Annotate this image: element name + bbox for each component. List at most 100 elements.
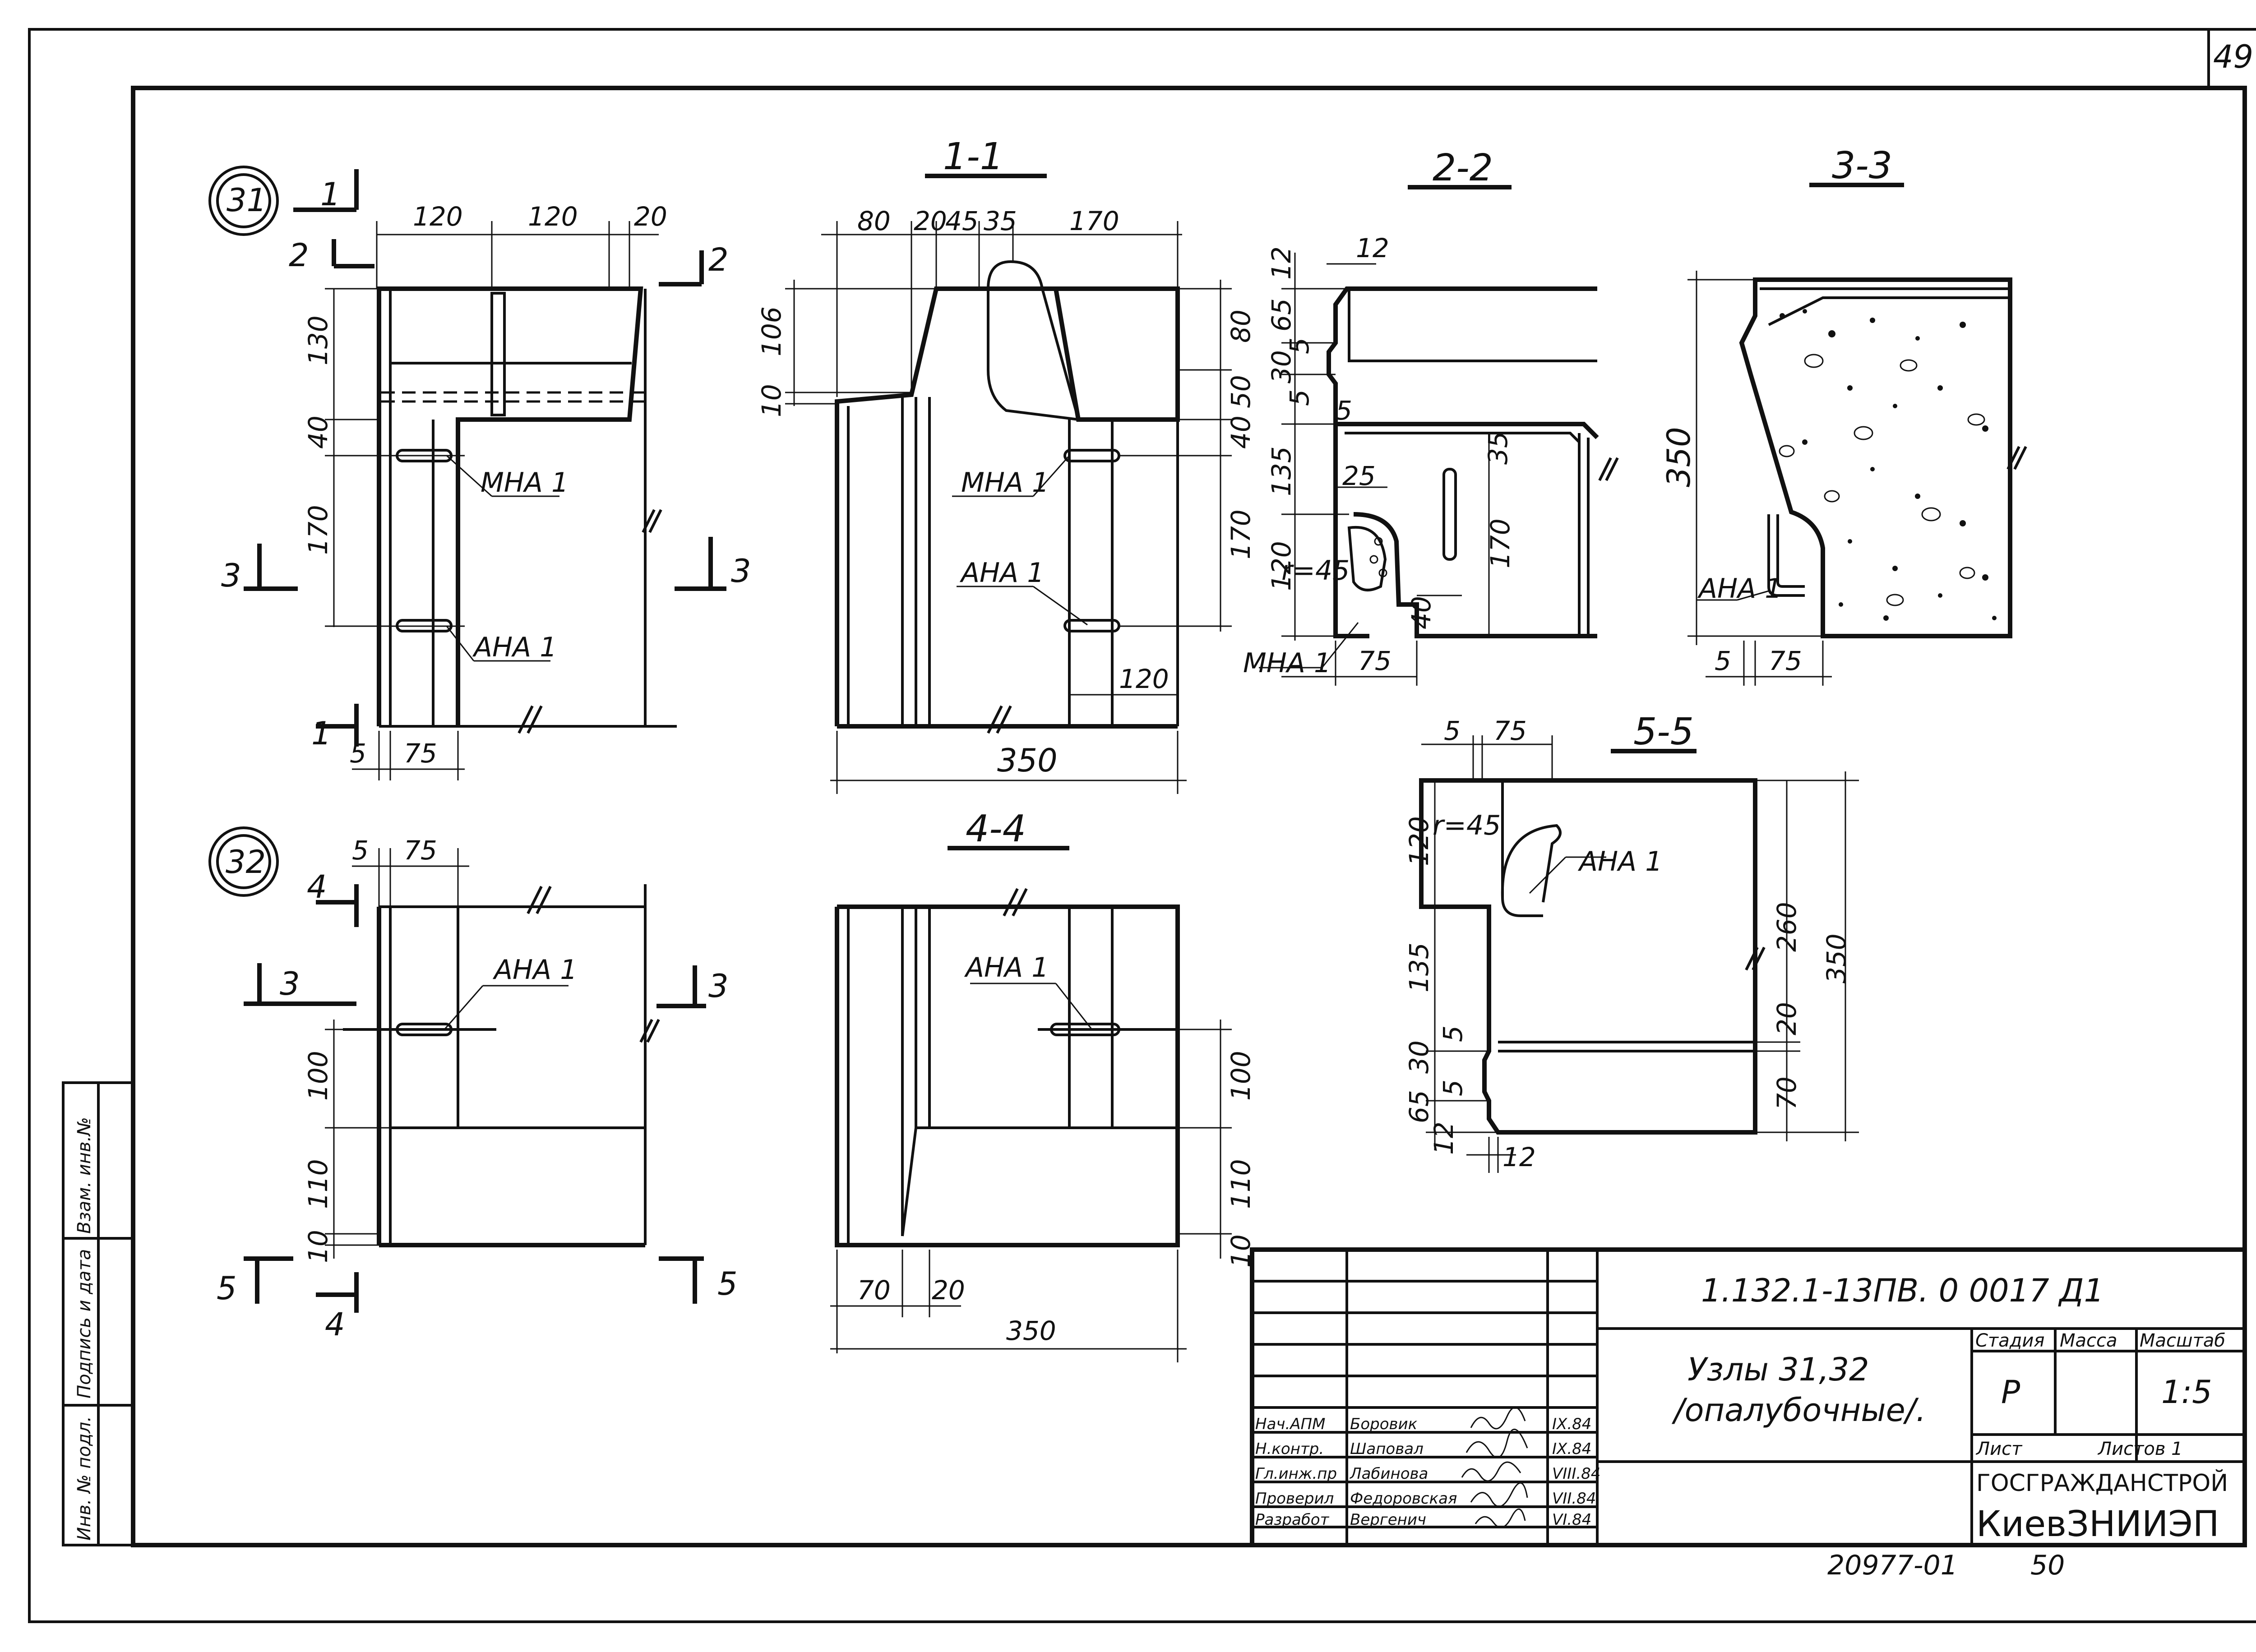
dim: 20 (634, 201, 667, 232)
dim: 75 (1769, 646, 1802, 676)
org-line-2: КиевЗНИИЭП (1976, 1504, 2219, 1545)
node-32-label: 32 (226, 844, 266, 881)
dim: 30 (1266, 350, 1297, 383)
side-stamp-sign: Подпись и дата (74, 1249, 95, 1398)
label-ana: АНА 1 (964, 952, 1049, 983)
dim: 40 (303, 415, 333, 449)
scale-value: 1:5 (2161, 1374, 2212, 1411)
dim: 350 (1821, 933, 1852, 983)
stamp-date: IX.84 (1552, 1440, 1591, 1458)
dim: 120 (1404, 816, 1434, 866)
stamp-date: VI.84 (1552, 1511, 1591, 1529)
section-title: 1-1 (943, 135, 1003, 178)
dim: 10 (303, 1230, 333, 1263)
stamp-name: Боровик (1350, 1415, 1418, 1433)
dim: 5 (1284, 337, 1315, 354)
label-ana: АНА 1 (1577, 846, 1662, 877)
sheet-label: Лист (1975, 1439, 2023, 1459)
label-r45: r=45 (1281, 555, 1350, 586)
dim: 80 (857, 206, 891, 236)
dim: 350 (1660, 427, 1697, 487)
side-stamp: Инв. № подл. Подпись и дата Взам. инв.№ (62, 1081, 134, 1546)
dim: 350 (997, 742, 1058, 779)
dim: 110 (303, 1159, 333, 1209)
cut-mark: 3 (708, 968, 729, 1005)
stamp-role: Разработ (1255, 1511, 1330, 1529)
dim: 70 (1771, 1076, 1802, 1110)
stamp-role: Нач.АПМ (1255, 1415, 1325, 1433)
title-line-1: Узлы 31,32 (1687, 1351, 1869, 1388)
dim: 20 (1771, 1002, 1802, 1035)
dim: 35 (1483, 431, 1513, 465)
dim: 12 (1428, 1121, 1459, 1155)
dim: 120 (1266, 541, 1297, 591)
cut-mark: 2 (289, 237, 309, 274)
dim: 40 (1406, 596, 1437, 629)
stamp-name: Федоровская (1350, 1490, 1457, 1508)
dim: 75 (1493, 715, 1527, 746)
section-1-1: 1-1 МНА 1 АНА 1 80 20 45 35 170 (756, 135, 1256, 794)
stamp-date: VII.84 (1552, 1490, 1596, 1508)
footer-right: 50 (2030, 1550, 2065, 1581)
label-mna: МНА 1 (961, 467, 1049, 498)
stage-header: Стадия (1975, 1330, 2044, 1351)
label-ana: МНА 1 (1243, 647, 1331, 679)
dim: 30 (1404, 1040, 1434, 1074)
label-ana: АНА 1 (1697, 573, 1782, 605)
section-title: 2-2 (1433, 147, 1493, 189)
cut-mark: 5 (717, 1265, 738, 1302)
section-5-5: 5-5 АНА 1 r=45 5 75 120 135 5 30 5 65 12… (1404, 711, 1859, 1173)
sheets-label: Листов 1 (2097, 1439, 2183, 1459)
dim: 35 (984, 206, 1017, 236)
cut-mark: 4 (325, 1306, 345, 1343)
dim: 170 (1069, 206, 1119, 236)
cut-mark: 1 (320, 176, 341, 213)
section-3-3: 3-3 АНА 1 (1660, 144, 2027, 686)
label-ana: АНА 1 (959, 557, 1044, 589)
signatures (1461, 1407, 1528, 1528)
dim: 120 (413, 201, 463, 232)
section-title: 5-5 (1633, 711, 1694, 753)
cut-mark: 3 (731, 553, 751, 590)
side-stamp-vzam: Взам. инв.№ (74, 1117, 95, 1234)
dim: 10 (756, 384, 787, 417)
dim: 170 (1485, 518, 1516, 568)
dim: 65 (1404, 1090, 1434, 1123)
section-title: 3-3 (1832, 144, 1892, 187)
cut-mark: 5 (217, 1270, 237, 1307)
dim: 100 (303, 1051, 333, 1101)
stamp-name: Вергенич (1350, 1511, 1426, 1529)
node-31-label: 31 (227, 182, 267, 219)
stamp-role: Гл.инж.пр (1255, 1465, 1337, 1483)
dim: 5 (1438, 1080, 1468, 1096)
dim: 130 (303, 315, 333, 365)
page-number: 49 (2213, 38, 2253, 75)
dim: 120 (1119, 664, 1169, 694)
dim: 12 (1266, 246, 1297, 280)
dim: 75 (404, 835, 437, 866)
dim: 45 (945, 206, 979, 236)
dim: 5 (1336, 395, 1352, 426)
dim: 170 (1225, 509, 1256, 559)
dim: 5 (1284, 389, 1315, 406)
dim: 135 (1404, 942, 1434, 992)
concrete-voids (1779, 354, 1985, 606)
dim: 12 (1356, 233, 1389, 263)
stamp-role: Проверил (1255, 1490, 1334, 1508)
title-block: 1.132.1-13ПВ. 0 0017 Д1 Узлы 31,32 /опал… (1250, 1247, 2247, 1547)
concrete-hatch (1780, 309, 1997, 621)
stamp-name: Лабинова (1349, 1465, 1428, 1483)
dim: 70 (857, 1275, 891, 1306)
dim: 170 (303, 505, 333, 555)
dim: 25 (1342, 461, 1376, 491)
scale-header: Масштаб (2140, 1330, 2225, 1351)
dim: 5 (1444, 715, 1461, 746)
side-stamp-inv: Инв. № подл. (74, 1416, 95, 1541)
dim: 260 (1771, 902, 1802, 952)
stamp-date: VIII.84 (1552, 1465, 1600, 1483)
dim: 20 (932, 1275, 965, 1306)
cut-mark: 3 (221, 557, 241, 594)
dim: 110 (1225, 1159, 1256, 1209)
cut-mark: 4 (307, 868, 327, 905)
title-line-2: /опалубочные/. (1671, 1392, 1926, 1429)
